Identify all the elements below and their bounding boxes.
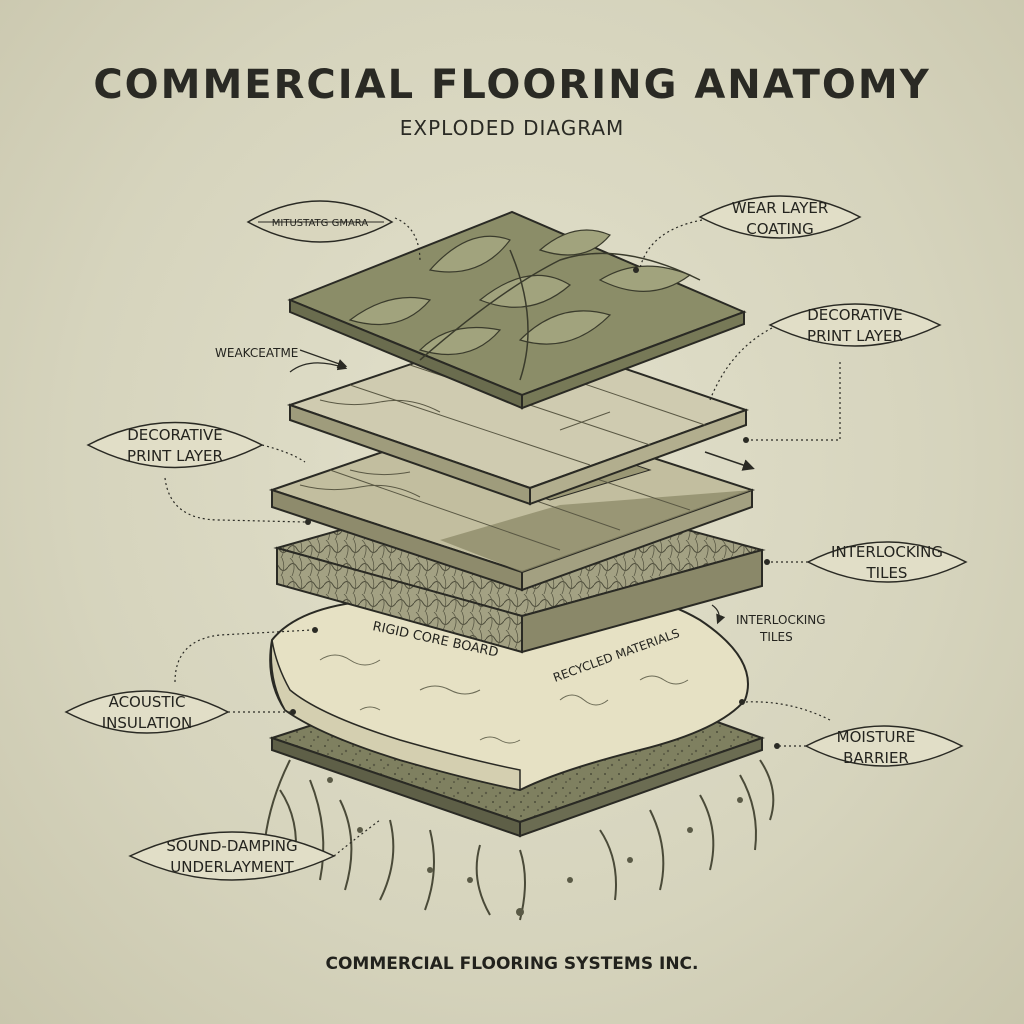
company-footer: COMMERCIAL FLOORING SYSTEMS INC. [325, 954, 699, 974]
top-decorative-layer [287, 210, 747, 410]
decorative-left-label-2: PRINT LAYER [127, 447, 223, 465]
interlocking-right-label-2: TILES [866, 564, 908, 582]
weak-arrow-label: WEAKCEATME [215, 346, 298, 360]
water-drops [327, 777, 743, 916]
callout-interlocking-right: INTERLOCKING TILES [764, 541, 968, 583]
callout-interlocking-plain: INTERLOCKING TILES [711, 604, 826, 644]
sound-damping-label-2: UNDERLAYMENT [170, 858, 294, 876]
interlocking-right-label-1: INTERLOCKING [831, 543, 943, 561]
decorative-right-label-2: PRINT LAYER [807, 327, 903, 345]
leaf-tag-label: MITUSTATG GMARA [272, 218, 369, 229]
page-subtitle: EXPLODED DIAGRAM [399, 116, 625, 140]
callout-weak-arrow: WEAKCEATME [215, 346, 348, 373]
leaf-tag-callout: MITUSTATG GMARA [246, 200, 421, 263]
callout-moisture: MOISTURE BARRIER [739, 699, 964, 767]
sound-damping-label-1: SOUND-DAMPING [166, 837, 297, 855]
interlocking-plain-label-2: TILES [759, 630, 793, 644]
moisture-label-2: BARRIER [843, 749, 909, 767]
acoustic-label-2: INSULATION [102, 714, 193, 732]
page-title: COMMERCIAL FLOORING ANATOMY [93, 62, 931, 108]
decorative-right-label-1: DECORATIVE [807, 306, 903, 324]
callout-decorative-left: DECORATIVE PRINT LAYER [86, 421, 311, 525]
wear-layer-label-1: WEAR LAYER [732, 199, 829, 217]
callout-wear-layer: WEAR LAYER COATING [633, 195, 862, 273]
moisture-label-1: MOISTURE [837, 728, 916, 746]
callout-acoustic: ACOUSTIC INSULATION [64, 627, 318, 734]
wear-layer-label-2: COATING [746, 220, 814, 238]
acoustic-label-1: ACOUSTIC [109, 693, 186, 711]
decorative-left-label-1: DECORATIVE [127, 426, 223, 444]
interlocking-plain-label-1: INTERLOCKING [736, 613, 826, 627]
leaf-pattern [348, 229, 692, 356]
callout-sound-damping: SOUND-DAMPING UNDERLAYMENT [128, 819, 381, 881]
callout-decorative-right: DECORATIVE PRINT LAYER [709, 303, 942, 443]
right-arrow-mark [704, 451, 755, 471]
